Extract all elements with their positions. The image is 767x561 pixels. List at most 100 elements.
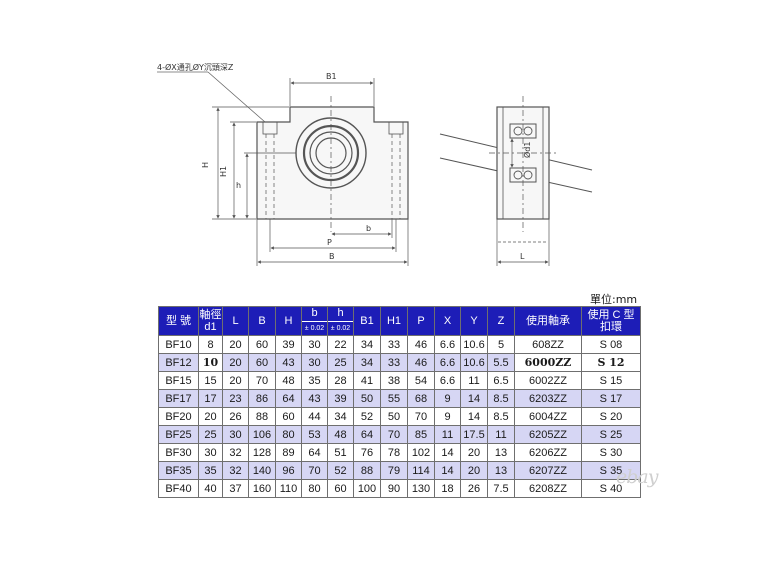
table-cell: 6004ZZ: [514, 407, 582, 426]
dim-B-label: B: [329, 252, 335, 261]
table-cell: 22: [327, 335, 354, 354]
table-cell: 18: [434, 479, 461, 498]
table-cell: 8: [198, 335, 223, 354]
table-cell: 106: [248, 425, 276, 444]
table-cell: 70: [301, 461, 328, 480]
table-cell: 60: [275, 407, 302, 426]
header-model: 型 號: [158, 306, 199, 336]
table-cell: 26: [222, 407, 249, 426]
header-P: P: [407, 306, 435, 336]
dim-B1-label: B1: [326, 72, 337, 81]
table-cell: 15: [198, 371, 223, 390]
table-cell: 32: [222, 443, 249, 462]
header-L: L: [222, 306, 249, 336]
table-cell: S 30: [581, 443, 641, 462]
table-cell: BF10: [158, 335, 199, 354]
table-cell: 30: [222, 425, 249, 444]
table-cell: 6206ZZ: [514, 443, 582, 462]
table-cell: 43: [275, 353, 302, 372]
table-cell: 76: [353, 443, 381, 462]
table-cell: 52: [327, 461, 354, 480]
table-cell: 14: [434, 443, 461, 462]
table-cell: 37: [222, 479, 249, 498]
table-cell: 78: [380, 443, 408, 462]
table-cell: 34: [353, 335, 381, 354]
table-cell: 44: [301, 407, 328, 426]
header-H1: H1: [380, 306, 408, 336]
table-cell: BF40: [158, 479, 199, 498]
table-cell: 11: [487, 425, 515, 444]
table-cell: 90: [380, 479, 408, 498]
table-cell: 89: [275, 443, 302, 462]
table-cell: 6208ZZ: [514, 479, 582, 498]
table-cell: 10.6: [460, 335, 488, 354]
table-cell: S 17: [581, 389, 641, 408]
table-cell: 43: [301, 389, 328, 408]
table-cell: 20: [460, 461, 488, 480]
table-cell: BF12: [158, 353, 199, 372]
header-B1: B1: [353, 306, 381, 336]
table-cell: S 08: [581, 335, 641, 354]
header-b: b± 0.02: [301, 306, 328, 336]
table-cell: 38: [380, 371, 408, 390]
table-cell: 20: [222, 353, 249, 372]
table-cell: 14: [460, 407, 488, 426]
table-cell: 6203ZZ: [514, 389, 582, 408]
header-X: X: [434, 306, 461, 336]
table-cell: 80: [301, 479, 328, 498]
table-cell: 64: [275, 389, 302, 408]
table-cell: 39: [275, 335, 302, 354]
header-H: H: [275, 306, 302, 336]
table-cell: 14: [460, 389, 488, 408]
table-cell: S 25: [581, 425, 641, 444]
table-cell: 34: [327, 407, 354, 426]
watermark: ebay: [616, 466, 658, 488]
table-cell: 25: [198, 425, 223, 444]
table-cell: 11: [460, 371, 488, 390]
table-cell: 23: [222, 389, 249, 408]
table-cell: BF35: [158, 461, 199, 480]
table-cell: 114: [407, 461, 435, 480]
table-cell: 8.5: [487, 407, 515, 426]
table-cell: 64: [301, 443, 328, 462]
table-cell: 85: [407, 425, 435, 444]
table-cell: 140: [248, 461, 276, 480]
table-cell: S 20: [581, 407, 641, 426]
header-B: B: [248, 306, 276, 336]
table-cell: 9: [434, 389, 461, 408]
table-cell: 6207ZZ: [514, 461, 582, 480]
table-cell: S 12: [581, 353, 641, 372]
table-cell: BF17: [158, 389, 199, 408]
table-cell: 14: [434, 461, 461, 480]
table-cell: 51: [327, 443, 354, 462]
table-cell: 128: [248, 443, 276, 462]
dim-d1-label: Ød1: [522, 142, 532, 158]
header-clip: 使用 C 型扣環: [581, 306, 641, 336]
table-cell: 88: [353, 461, 381, 480]
table-cell: 35: [301, 371, 328, 390]
table-cell: 6.6: [434, 353, 461, 372]
table-cell: 30: [198, 443, 223, 462]
table-cell: 55: [380, 389, 408, 408]
table-cell: 6000ZZ: [514, 353, 582, 372]
table-cell: 52: [353, 407, 381, 426]
table-cell: 6002ZZ: [514, 371, 582, 390]
table-cell: 41: [353, 371, 381, 390]
table-cell: 70: [380, 425, 408, 444]
table-cell: 11: [434, 425, 461, 444]
dim-P-label: P: [327, 238, 332, 247]
header-bearing: 使用軸承: [514, 306, 582, 336]
table-cell: BF15: [158, 371, 199, 390]
table-cell: 40: [198, 479, 223, 498]
dim-H-label: H: [201, 162, 210, 168]
table-cell: S 40: [581, 479, 641, 498]
table-cell: 20: [222, 371, 249, 390]
header-Z: Z: [487, 306, 515, 336]
